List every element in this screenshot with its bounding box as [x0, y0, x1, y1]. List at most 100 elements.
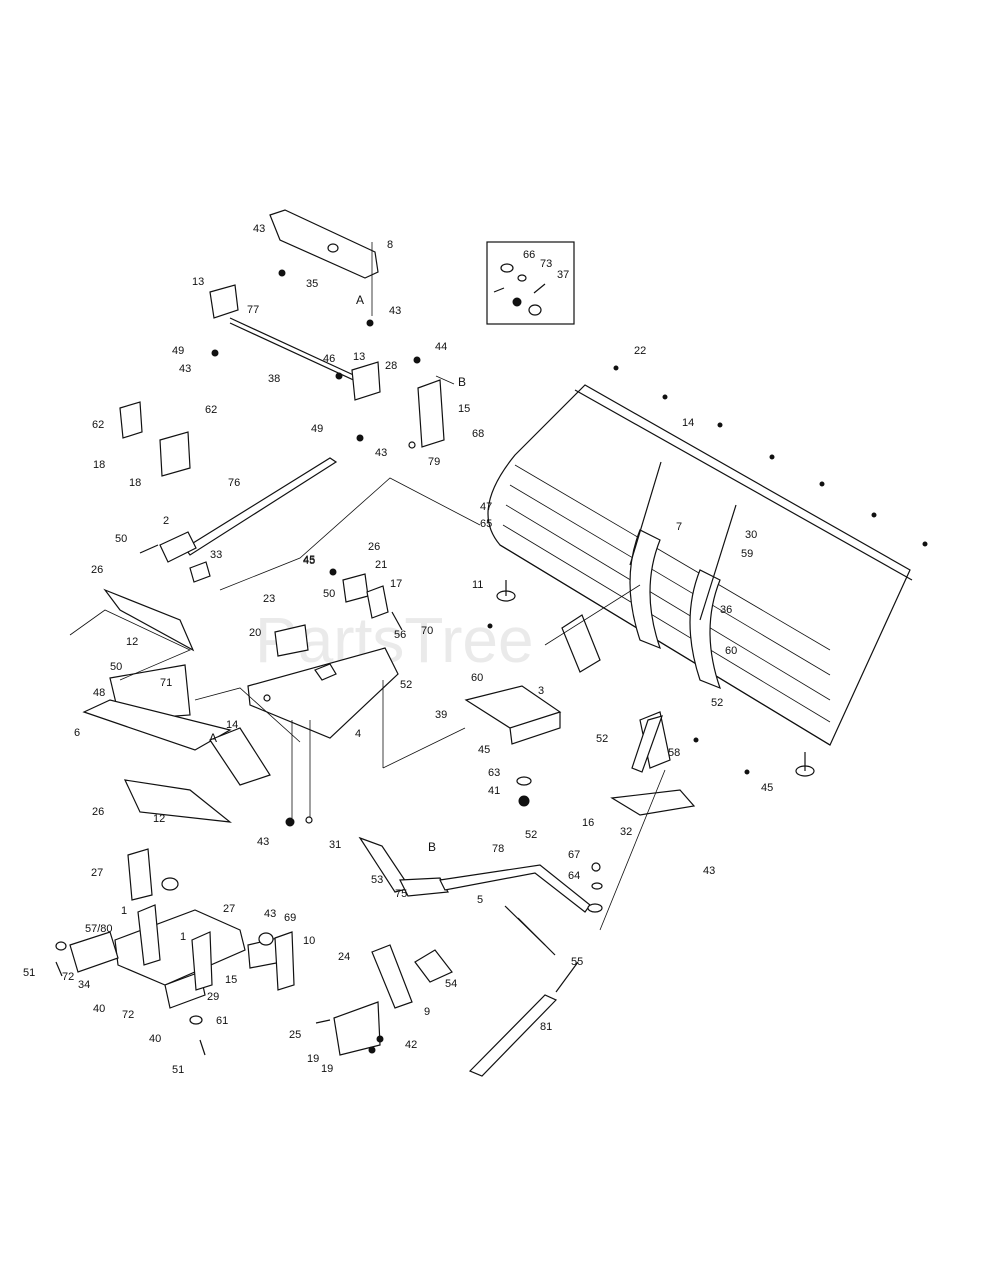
cross-rod	[229, 317, 361, 379]
callout: 52	[525, 829, 537, 841]
support-plate-lower	[159, 431, 191, 477]
cutting-edge	[574, 389, 913, 581]
callout: 46	[323, 353, 335, 365]
callout: 10	[303, 935, 315, 947]
callout: 57/80	[85, 923, 113, 935]
blade-rib-left	[629, 529, 661, 650]
callout: 52	[711, 697, 723, 709]
foot-lever	[371, 944, 413, 1009]
callout: 18	[93, 459, 105, 471]
callout: 25	[289, 1029, 301, 1041]
callout: 12	[153, 813, 165, 825]
callout: 5	[477, 894, 483, 906]
callout: 59	[741, 548, 753, 560]
callout: 22	[634, 345, 646, 357]
callout: 29	[207, 991, 219, 1003]
lift-rod	[184, 457, 338, 556]
callout: 75	[395, 888, 407, 900]
center-frame-assembly	[82, 568, 403, 827]
spring-rod	[629, 461, 662, 566]
callout: 62	[205, 404, 217, 416]
hitch-plate	[274, 931, 295, 991]
pivot-cap	[209, 727, 271, 786]
angle-bracket	[417, 379, 445, 448]
callout: 63	[488, 767, 500, 779]
callout: 56	[394, 629, 406, 641]
callout: 43	[389, 305, 401, 317]
callout: 49	[172, 345, 184, 357]
control-rod	[439, 864, 591, 913]
callout: 43	[703, 865, 715, 877]
cylinder-link	[631, 715, 663, 773]
front-bracket	[269, 209, 379, 279]
callout: 45	[303, 554, 315, 566]
callout: 54	[445, 978, 457, 990]
callout: 37	[557, 269, 569, 281]
callout: 40	[93, 1003, 105, 1015]
callout: 69	[284, 912, 296, 924]
phantom-lines	[69, 242, 666, 931]
callout: 45	[303, 555, 315, 567]
mount-frame-callouts: 27 1 27 43 69 57/80 1 10 51 72 34 15 24 …	[23, 867, 457, 1076]
support-plate-upper	[119, 401, 143, 439]
linkage-callouts: 31 B 78 53 75 5 67 64 55 81	[329, 839, 583, 1033]
callout: 16	[582, 817, 594, 829]
callout: 81	[540, 1021, 552, 1033]
inset-locknut	[512, 297, 522, 307]
pivot-tube	[82, 699, 232, 751]
callout: 26	[368, 541, 380, 553]
callout: A	[356, 293, 364, 307]
callout: 1	[180, 931, 186, 943]
inset-flat-washer	[528, 304, 542, 316]
spring-left	[137, 904, 161, 966]
inset-bolt	[493, 287, 505, 293]
callout: 14	[682, 417, 694, 429]
pivot-plate	[464, 685, 562, 729]
callout: 24	[338, 951, 350, 963]
clevis-pin	[189, 561, 211, 583]
spring-right	[191, 931, 213, 991]
mount-frame-assembly	[55, 848, 453, 1056]
callout: 55	[571, 956, 583, 968]
callout: 78	[492, 843, 504, 855]
inset-nut	[517, 274, 527, 282]
callout: 6	[74, 727, 80, 739]
callout: A	[209, 731, 217, 745]
callout: 72	[122, 1009, 134, 1021]
callout: 47	[480, 501, 492, 513]
callout: 19	[321, 1063, 333, 1075]
pivot-washer	[516, 776, 532, 786]
hardware-inset: 66 73 37	[486, 241, 575, 325]
callout: 76	[228, 477, 240, 489]
callout: 32	[620, 826, 632, 838]
callout: 66	[523, 249, 535, 261]
callout: 43	[257, 836, 269, 848]
top-mount-assembly	[119, 209, 445, 477]
callout: 14	[226, 719, 238, 731]
center-frame-callouts: 45 26 21 17 23 50 56 70 20 26 12 50 71 4…	[74, 541, 433, 848]
top-assembly-callouts: 8 43 35 A 43 13 77 49 43 38 46 13 28 44 …	[92, 223, 484, 489]
callout: 13	[192, 276, 204, 288]
callout: 43	[375, 447, 387, 459]
callout: 58	[668, 747, 680, 759]
blade-rib-right	[689, 569, 721, 690]
callout: 8	[387, 239, 393, 251]
callout: 64	[568, 870, 580, 882]
callout: 60	[725, 645, 737, 657]
callout: 50	[323, 588, 335, 600]
control-linkage	[358, 836, 603, 1077]
callout: 20	[249, 627, 261, 639]
pivot-nut	[518, 795, 530, 807]
deflector-lower	[123, 779, 232, 823]
callout: 23	[263, 593, 275, 605]
callout: 52	[400, 679, 412, 691]
pedal-pad	[414, 949, 453, 983]
callout: 77	[247, 304, 259, 316]
deflector-upper	[103, 588, 195, 652]
callout: 48	[93, 687, 105, 699]
callout: 68	[472, 428, 484, 440]
callout: 43	[264, 908, 276, 920]
blade-callouts: 22 14 47 65 7 30 59 11 36 60 52 45 45	[303, 345, 773, 794]
callout: 35	[306, 278, 318, 290]
